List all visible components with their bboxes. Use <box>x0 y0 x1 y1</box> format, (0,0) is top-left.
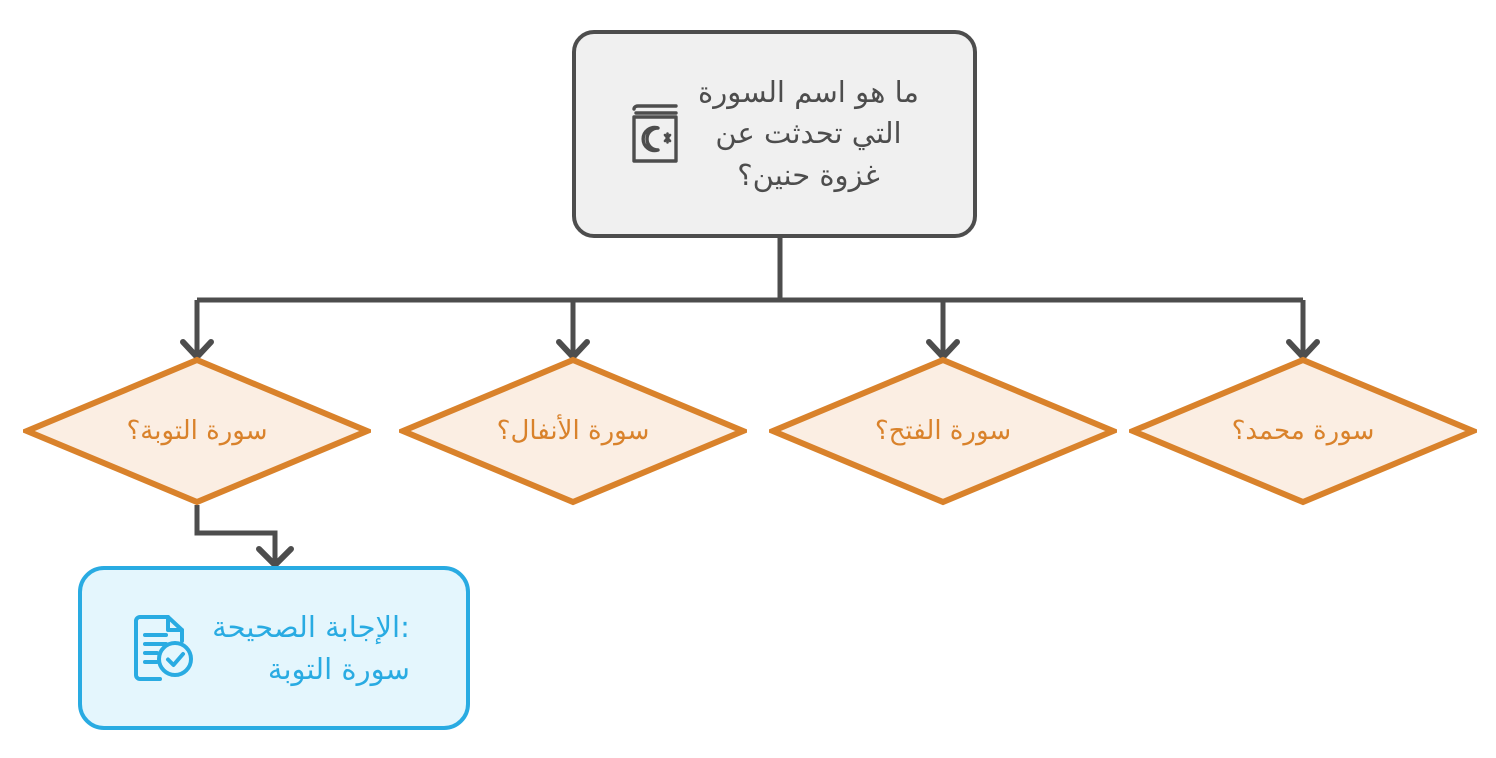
diamond-shape-4 <box>1129 356 1477 506</box>
arrowhead-1 <box>180 339 214 360</box>
connector-answer-elbow <box>194 505 278 562</box>
option-label-2: سورة الأنفال؟ <box>496 416 650 446</box>
diamond-shape-3 <box>769 356 1117 506</box>
question-node[interactable]: ما هو اسم السورة التي تحدثت عن غزوة حنين… <box>572 30 977 238</box>
arrowhead-answer <box>256 546 294 568</box>
option-label-3: سورة الفتح؟ <box>874 416 1012 446</box>
answer-node[interactable]: :الإجابة الصحيحة سورة التوبة <box>78 566 470 730</box>
diamond-shape-2 <box>399 356 747 506</box>
option-node-1[interactable]: سورة التوبة؟ <box>23 356 371 506</box>
option-node-3[interactable]: سورة الفتح؟ <box>769 356 1117 506</box>
option-label-4: سورة محمد؟ <box>1231 416 1375 446</box>
document-check-icon <box>134 615 194 681</box>
diamond-shape-1 <box>23 356 371 506</box>
option-node-4[interactable]: سورة محمد؟ <box>1129 356 1477 506</box>
arrowhead-2 <box>556 339 590 360</box>
arrowhead-3 <box>926 339 960 360</box>
option-label-1: سورة التوبة؟ <box>126 416 268 446</box>
answer-text: :الإجابة الصحيحة سورة التوبة <box>212 609 410 686</box>
arrowhead-4 <box>1286 339 1320 360</box>
question-text: ما هو اسم السورة التي تحدثت عن غزوة حنين… <box>698 75 919 192</box>
option-node-2[interactable]: سورة الأنفال؟ <box>399 356 747 506</box>
quran-book-icon <box>632 104 678 163</box>
